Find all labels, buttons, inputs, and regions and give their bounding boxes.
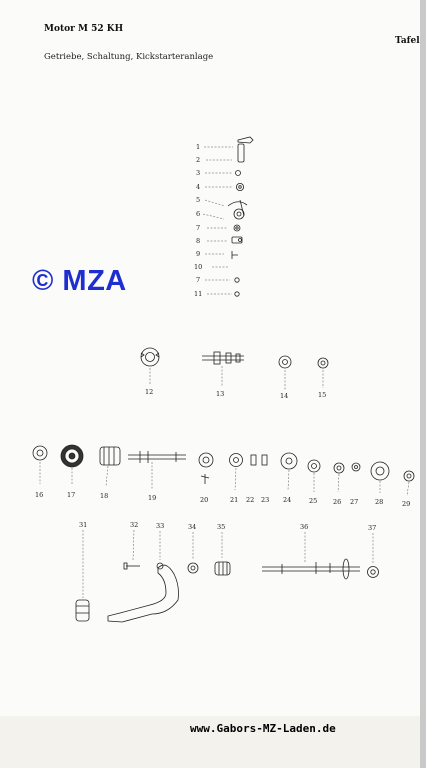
callout-7b: 7 — [196, 276, 200, 284]
callout-33: 33 — [156, 522, 164, 530]
watermark-logo: © MZA — [32, 265, 127, 297]
callout-22: 22 — [246, 496, 254, 504]
callout-20: 20 — [200, 496, 208, 504]
callout-35: 35 — [217, 523, 225, 531]
callout-37: 37 — [368, 524, 376, 532]
callout-32: 32 — [130, 521, 138, 529]
callout-34: 34 — [188, 523, 196, 531]
page-title: Motor M 52 KH — [44, 24, 124, 34]
footer-url: www.Gabors-MZ-Laden.de — [190, 722, 336, 735]
callout-7: 7 — [196, 224, 200, 232]
page-edge-shadow — [420, 0, 426, 768]
callout-24: 24 — [283, 496, 291, 504]
callout-36: 36 — [300, 523, 308, 531]
callout-27: 27 — [350, 498, 358, 506]
callout-28: 28 — [375, 498, 383, 506]
callout-9: 9 — [196, 250, 200, 258]
callout-12: 12 — [145, 388, 153, 396]
callout-21: 21 — [230, 496, 238, 504]
callout-13: 13 — [216, 390, 224, 398]
callout-26: 26 — [333, 498, 341, 506]
footer-band — [0, 716, 426, 768]
callout-15: 15 — [318, 391, 326, 399]
callout-11: 11 — [194, 290, 202, 298]
tafel-label: Tafel — [395, 36, 420, 46]
callout-10: 10 — [194, 263, 202, 271]
callout-1: 1 — [196, 143, 200, 151]
page-subtitle: Getriebe, Schaltung, Kickstarteranlage — [44, 52, 214, 62]
callout-8: 8 — [196, 237, 200, 245]
callout-25: 25 — [309, 497, 317, 505]
callout-19: 19 — [148, 494, 156, 502]
callout-16: 16 — [35, 491, 43, 499]
callout-2: 2 — [196, 156, 200, 164]
callout-18: 18 — [100, 492, 108, 500]
callout-3: 3 — [196, 169, 200, 177]
callout-14: 14 — [280, 392, 288, 400]
callout-31: 31 — [79, 521, 87, 529]
callout-29: 29 — [402, 500, 410, 508]
callout-23: 23 — [261, 496, 269, 504]
callout-17: 17 — [67, 491, 75, 499]
callout-5: 5 — [196, 196, 200, 204]
callout-4: 4 — [196, 183, 200, 191]
callout-6: 6 — [196, 210, 200, 218]
